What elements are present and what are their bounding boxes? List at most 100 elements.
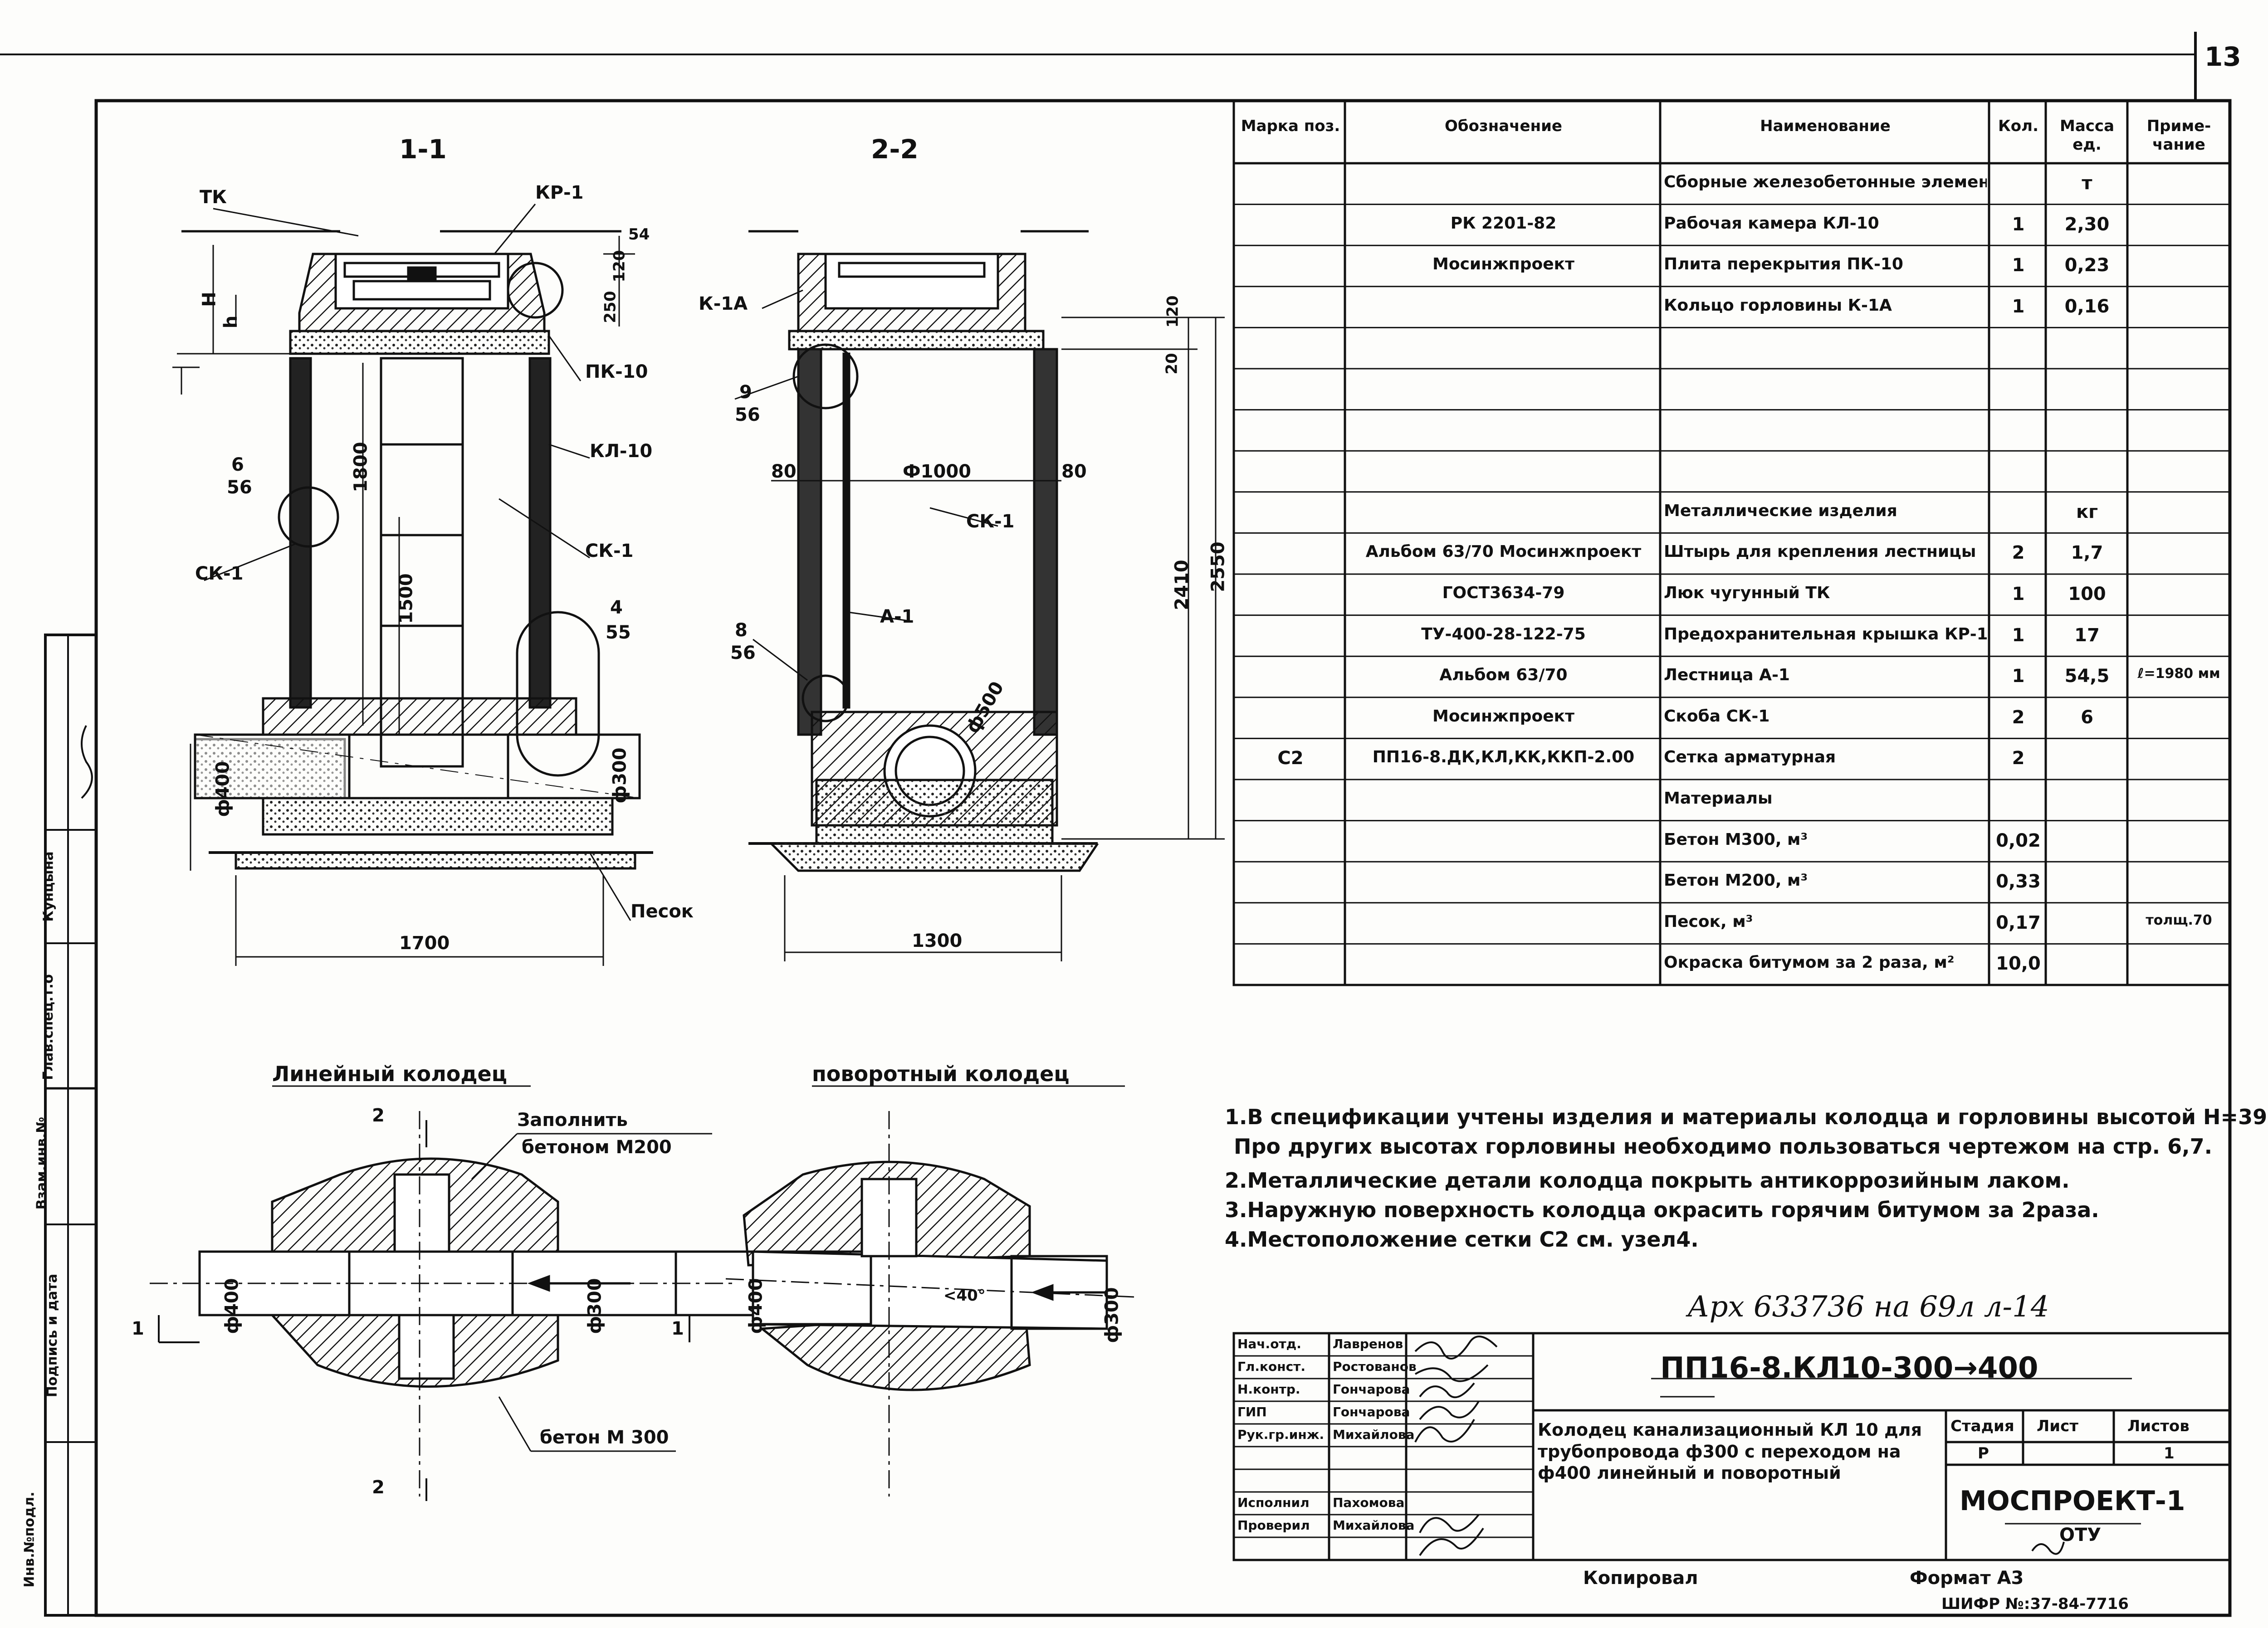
note-4: 4.Местоположение сетки С2 см. узел4. xyxy=(1225,1227,1699,1252)
label-ck1-left: СК-1 xyxy=(195,563,244,584)
ref-4-den: 55 xyxy=(606,622,631,643)
side-stamp-replace: Взам.инв.№ xyxy=(34,1116,50,1210)
organization: МОСПРОЕКТ-1 xyxy=(1960,1485,2185,1517)
spec-cell-qty: 0,17 xyxy=(1996,913,2041,932)
cut-2-top: 2 xyxy=(372,1105,385,1126)
title-role: Исполнил xyxy=(1237,1495,1310,1510)
spec-header-name: Наименование xyxy=(1760,117,1891,135)
title-role: Нач.отд. xyxy=(1237,1336,1301,1351)
spec-cell-code: РК 2201-82 xyxy=(1450,215,1557,232)
dim-2550: 2550 xyxy=(1207,541,1229,592)
section-2-2-title: 2-2 xyxy=(871,134,919,165)
ref-9-den: 56 xyxy=(735,405,760,425)
spec-cell-name: Сборные железобетонные элементы xyxy=(1664,174,1987,190)
label-kp1: КР-1 xyxy=(535,182,584,203)
label-sand: Песок xyxy=(631,901,694,922)
sheets-header: Листов xyxy=(2127,1417,2190,1435)
spec-cell-qty: 1 xyxy=(2012,585,2025,603)
spec-cell-mark: С2 xyxy=(1277,749,1304,768)
spec-cell-qty: 1 xyxy=(2012,667,2025,686)
sheets-value: 1 xyxy=(2164,1444,2175,1462)
spec-cell-mass: 17 xyxy=(2074,626,2100,644)
spec-cell-mass: 0,23 xyxy=(2064,256,2110,275)
spec-cell-qty: 10,0 xyxy=(1996,955,2041,973)
label-a1: А-1 xyxy=(880,606,914,627)
spec-cell-qty: 1 xyxy=(2012,215,2025,234)
label-concrete-m300: бетон М 300 xyxy=(540,1427,669,1448)
title-role: Проверил xyxy=(1237,1518,1310,1533)
spec-cell-name: Кольцо горловины К-1А xyxy=(1664,297,1892,314)
dim-d400-sec: ф400 xyxy=(212,761,234,817)
spec-cell-name: Материалы xyxy=(1664,790,1773,807)
side-stamp-signature: Подпись и дата xyxy=(44,1273,61,1398)
title-role: Н.контр. xyxy=(1237,1382,1300,1397)
spec-cell-note: толщ.70 xyxy=(2146,913,2212,927)
side-stamp-inv: Инв.№подл. xyxy=(21,1492,38,1588)
spec-header-qty: Кол. xyxy=(1998,117,2038,135)
page-number: 13 xyxy=(2204,41,2241,72)
spec-cell-name: Лестница А-1 xyxy=(1664,667,1790,684)
dim-1500: 1500 xyxy=(396,573,417,624)
drawing-code: ПП16-8.КЛ10-300→400 xyxy=(1660,1351,2038,1385)
stage-header: Стадия xyxy=(1950,1417,2014,1435)
title-name: Пахомова xyxy=(1333,1495,1405,1510)
spec-cell-mass: 100 xyxy=(2068,585,2106,603)
spec-cell-name: Штырь для крепления лестницы xyxy=(1664,544,1976,561)
cut-1-left: 1 xyxy=(132,1318,144,1339)
sheet-header: Лист xyxy=(2037,1417,2078,1435)
cut-2-bottom: 2 xyxy=(372,1477,385,1498)
dim-250: 250 xyxy=(601,291,620,323)
spec-cell-mass: кг xyxy=(2076,502,2098,521)
label-ck1-sec2: СК-1 xyxy=(966,511,1015,532)
title-name: Ростованов xyxy=(1333,1359,1417,1374)
title-name: Михайлова xyxy=(1333,1427,1415,1442)
title-role: Рук.гр.инж. xyxy=(1237,1427,1325,1442)
linear-well-title: Линейный колодец xyxy=(272,1062,507,1086)
spec-cell-code: ТУ-400-28-122-75 xyxy=(1421,626,1586,643)
spec-cell-qty: 2 xyxy=(2012,544,2025,562)
spec-cell-name: Металлические изделия xyxy=(1664,502,1897,519)
label-tk: ТК xyxy=(200,187,227,208)
stage-value: Р xyxy=(1978,1444,1989,1462)
dim-120-sec2: 120 xyxy=(1163,295,1182,328)
ref-8-den: 56 xyxy=(730,643,756,663)
spec-cell-name: Предохранительная крышка КР-1 xyxy=(1664,626,1987,643)
dim-h: h xyxy=(220,315,242,329)
ref-4-num: 4 xyxy=(610,597,623,618)
spec-cell-qty: 2 xyxy=(2012,749,2025,768)
ref-6-den: 56 xyxy=(227,477,252,498)
spec-cell-qty: 1 xyxy=(2012,256,2025,275)
title-name: Гончарова xyxy=(1333,1404,1410,1419)
spec-cell-code: Альбом 63/70 xyxy=(1439,667,1568,684)
dim-d400-plan1: ф400 xyxy=(221,1278,243,1334)
dim-20: 20 xyxy=(1163,353,1181,375)
dim-54: 54 xyxy=(628,225,650,244)
dim-80-left: 80 xyxy=(771,461,797,482)
spec-cell-mass: 0,16 xyxy=(2064,297,2110,316)
archive-number: Арх 633736 на 69л л-14 xyxy=(1687,1290,2049,1324)
spec-cell-mass: 6 xyxy=(2081,708,2093,726)
ref-6-num: 6 xyxy=(231,454,244,475)
spec-cell-name: Песок, м³ xyxy=(1664,913,1753,930)
spec-cell-name: Бетон М300, м³ xyxy=(1664,831,1808,848)
title-name: Михайлова xyxy=(1333,1518,1415,1533)
dim-80-right: 80 xyxy=(1061,461,1087,482)
dim-d300-plan1: ф300 xyxy=(584,1278,606,1334)
label-pk10: ПК-10 xyxy=(585,361,648,382)
spec-header-mark: Марка поз. xyxy=(1241,117,1340,135)
spec-cell-code: Альбом 63/70 Мосинжпроект xyxy=(1365,544,1642,561)
department: ОТУ xyxy=(2059,1525,2102,1545)
title-role: ГИП xyxy=(1237,1404,1267,1419)
dim-d300-sec: ф300 xyxy=(609,747,631,804)
side-stamp-name: Кунцына xyxy=(40,851,57,922)
spec-cell-code: ГОСТ3634-79 xyxy=(1442,585,1565,601)
title-name: Гончарова xyxy=(1333,1382,1410,1397)
spec-cell-code: ПП16-8.ДК,КЛ,КК,ККП-2.00 xyxy=(1372,749,1635,766)
spec-cell-mass: 2,30 xyxy=(2064,215,2110,234)
side-stamp-chief: Глав.спец.т.о xyxy=(40,974,56,1080)
spec-cell-name: Скоба СК-1 xyxy=(1664,708,1770,725)
spec-cell-mass: 1,7 xyxy=(2071,544,2103,562)
spec-cell-name: Рабочая камера КЛ-10 xyxy=(1664,215,1879,232)
